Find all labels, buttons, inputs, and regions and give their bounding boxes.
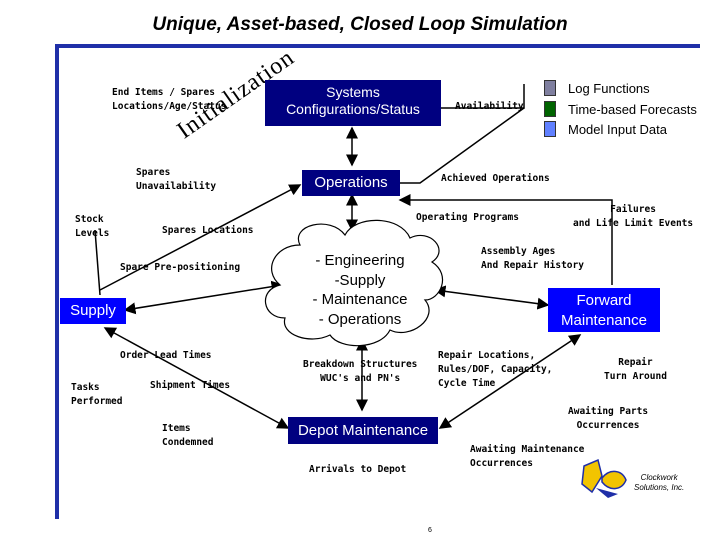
label-stock-levels: Stock Levels xyxy=(75,214,110,239)
top-rule xyxy=(55,44,700,48)
label-breakdown-structures: Breakdown Structures WUC's and PN's xyxy=(303,359,418,384)
systems-config-box: Systems Configurations/Status xyxy=(265,80,441,126)
label-awaiting-parts: Awaiting Parts Occurrences xyxy=(568,406,649,431)
legend-swatch xyxy=(544,101,556,117)
label-assembly-ages: Assembly Ages And Repair History xyxy=(481,246,584,271)
page-title: Unique, Asset-based, Closed Loop Simulat… xyxy=(152,14,568,35)
label-availability: Availability xyxy=(455,101,524,112)
label-operating-programs: Operating Programs xyxy=(416,212,519,223)
label-items-condemned: Items Condemned xyxy=(162,423,214,448)
arrow-forward-cloud xyxy=(433,285,550,310)
label-order-lead-times: Order Lead Times xyxy=(120,350,212,361)
cloud-line-operations: - Operations xyxy=(318,310,402,328)
left-rule xyxy=(55,44,59,519)
label-spare-prepositioning: Spare Pre-positioning xyxy=(120,262,241,273)
forward-maintenance-box: Forward Maintenance xyxy=(548,288,660,332)
label-spares-unavailability: Spares Unavailability xyxy=(136,167,217,192)
arrow-achieved-ops xyxy=(400,107,525,184)
logo-icon xyxy=(578,458,630,498)
label-end-items: End Items / Spares Locations/Age/Status xyxy=(112,87,227,112)
arrow-failures xyxy=(398,194,613,285)
arrow-supply-depot xyxy=(103,327,290,429)
cloud-shape xyxy=(264,219,444,347)
label-awaiting-maintenance: Awaiting Maintenance Occurrences xyxy=(470,444,585,469)
label-achieved-operations: Achieved Operations xyxy=(441,173,550,184)
legend-swatch xyxy=(544,121,556,137)
clockwork-logo xyxy=(578,458,630,498)
logo-text: Clockwork Solutions, Inc. xyxy=(634,473,685,492)
cloud-line-supply: -Supply xyxy=(334,271,386,289)
arrow-supply-cloud xyxy=(123,280,284,315)
label-tasks-performed: Tasks Performed xyxy=(71,382,123,407)
legend-swatch xyxy=(544,80,556,96)
legend-item-forecast: Time-based Forecasts xyxy=(544,101,697,117)
legend-item-log: Log Functions xyxy=(544,80,650,96)
arrow-spares-unavailability xyxy=(99,184,302,291)
label-shipment-times: Shipment Times xyxy=(150,380,231,391)
operations-box: Operations xyxy=(302,170,400,196)
legend-item-input: Model Input Data xyxy=(544,121,667,137)
label-repair-locations: Repair Locations, Rules/DOF, Capacity, C… xyxy=(438,350,553,389)
depot-maintenance-box: Depot Maintenance xyxy=(288,417,438,444)
label-spares-locations: Spares Locations xyxy=(162,225,254,236)
legend: Log Functions Time-based Forecasts Model… xyxy=(532,74,700,142)
supply-box: Supply xyxy=(60,298,126,324)
cloud-line-engineering: - Engineering xyxy=(315,252,405,269)
label-arrivals-depot: Arrivals to Depot xyxy=(309,464,407,475)
label-failures: Failures and Life Limit Events xyxy=(573,204,694,229)
cloud-line-maintenance: - Maintenance xyxy=(312,291,408,308)
arrow-forward-depot xyxy=(438,334,582,429)
engineering-cloud: - Engineering -Supply - Maintenance - Op… xyxy=(290,251,430,329)
page-number: 6 xyxy=(428,527,432,534)
line-stock-levels xyxy=(94,229,101,296)
label-repair-turn-around: Repair Turn Around xyxy=(604,357,667,382)
